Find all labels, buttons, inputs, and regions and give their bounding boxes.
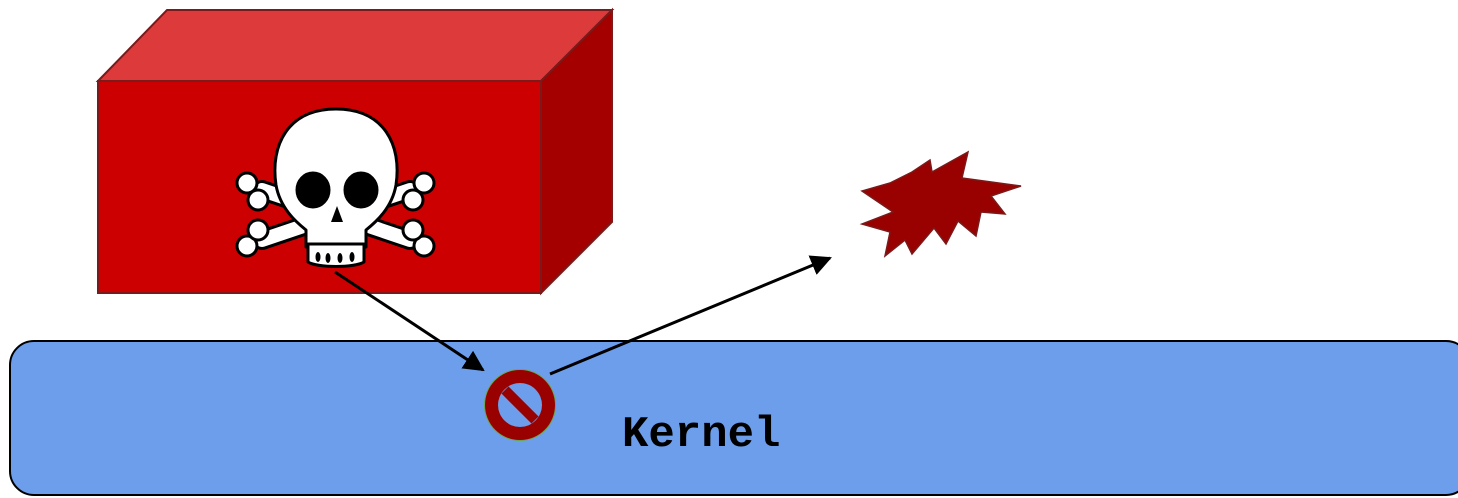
malware-box (95, 7, 615, 296)
malware-box-top-face (95, 9, 615, 82)
explosion-burst-icon (859, 150, 1022, 258)
kernel-layer: Kernel (9, 340, 1458, 496)
arrow-malware-to-kernel (334, 270, 485, 372)
kernel-box (9, 340, 1458, 496)
kernel-label: Kernel (622, 410, 780, 460)
prohibited-icon (484, 369, 556, 441)
arrow-kernel-to-explosion (549, 255, 832, 376)
skull-and-crossbones-icon (235, 107, 436, 268)
arrows (334, 255, 832, 376)
